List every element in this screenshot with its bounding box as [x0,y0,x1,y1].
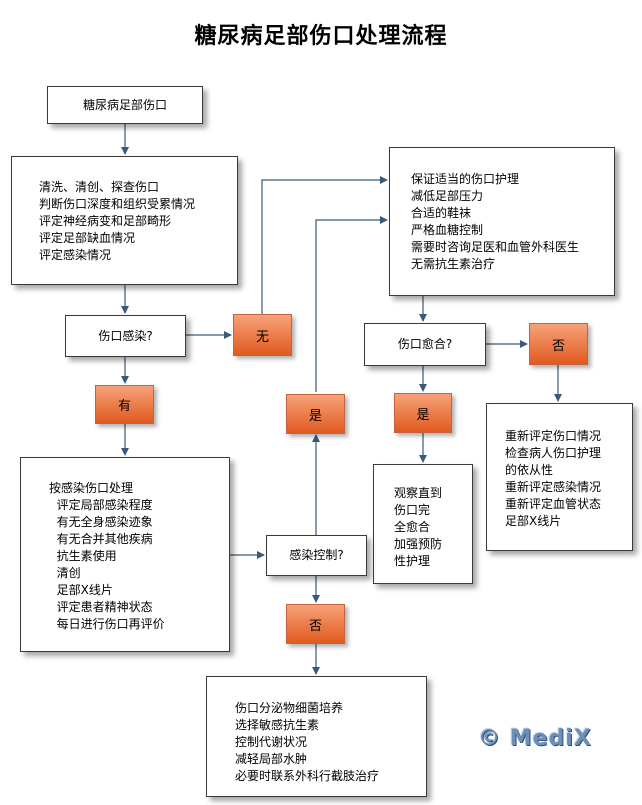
box-line: 需要时咨询足医和血管外科医生 [411,240,580,254]
box-line: 清洗、清创、探查伤口 [39,180,160,194]
box-line: 保证适当的伤口护理 [411,172,520,186]
box-line: 伤口分泌物细菌培养 [235,701,344,715]
box-line: 有无合并其他疾病 [49,532,153,546]
box-text: 清洗、清创、探查伤口判断伤口深度和组织受累情况评定神经病变和足部畸形评定足部缺血… [39,179,237,264]
box-line: 观察直到 [394,486,443,500]
box-line: 评定神经病变和足部畸形 [39,214,172,228]
box-line: 检查病人伤口护理 [505,446,602,460]
assess-box: 清洗、清创、探查伤口判断伤口深度和组织受累情况评定神经病变和足部畸形评定足部缺血… [11,156,238,285]
arrow-yes-to-care [315,216,388,392]
healed-no-label: 否 [529,323,588,365]
box-line: 按感染伤口处理 [49,481,134,495]
box-line: 糖尿病足部伤口 [82,97,167,112]
box-line: 抗生素使用 [49,549,117,563]
infection-question: 伤口感染? [65,315,186,357]
box-text: 伤口愈合? [398,336,452,353]
box-line: 减低足部压力 [411,189,484,203]
box-line: 加强预防 [394,537,443,551]
healed-question: 伤口愈合? [364,323,486,366]
box-line: 有无全身感染迹象 [49,515,153,529]
uncontrolled-box: 伤口分泌物细菌培养选择敏感抗生素控制代谢状况减轻局部水肿必要时联系外科行截肢治疗 [206,676,427,797]
box-text: 重新评定伤口情况检查病人伤口护理的依从性重新评定感染情况重新评定血管状态足部X线… [505,428,632,530]
box-text: 伤口分泌物细菌培养选择敏感抗生素控制代谢状况减轻局部水肿必要时联系外科行截肢治疗 [235,700,426,785]
box-line: 全愈合 [394,520,431,534]
box-line: 减轻局部水肿 [235,752,308,766]
box-line: 清创 [49,566,81,580]
box-line: 重新评定感染情况 [505,480,602,494]
arrow-none-to-care [261,176,388,314]
box-line: 感染控制? [289,548,344,562]
box-line: 伤口完 [394,503,431,517]
medix-watermark-logo: © MediX [478,726,592,751]
box-text: 观察直到伤口完全愈合加强预防性护理 [394,485,472,570]
box-line: 评定局部感染程度 [49,498,153,512]
box-line: 重新评定伤口情况 [505,429,602,443]
control-question: 感染控制? [266,535,367,576]
box-line: 每日进行伤口再评价 [49,617,165,631]
healed-yes-label: 是 [394,393,452,433]
box-line: 足部X线片 [505,514,562,528]
box-text: 感染控制? [289,547,343,564]
observe-box: 观察直到伤口完全愈合加强预防性护理 [373,464,473,584]
box-line: 判断伤口深度和组织受累情况 [39,197,196,211]
box-line: 合适的鞋袜 [411,206,472,220]
reassess-box: 重新评定伤口情况检查病人伤口护理的依从性重新评定感染情况重新评定血管状态足部X线… [486,403,633,551]
infection-yes-label: 有 [95,385,154,424]
start-box: 糖尿病足部伤口 [47,86,203,124]
box-line: 伤口感染? [98,328,153,343]
controlled-no-label: 否 [286,604,345,644]
box-line: 评定感染情况 [39,248,112,262]
box-line: 伤口愈合? [397,337,453,351]
infected-treatment-box: 按感染伤口处理 评定局部感染程度 有无全身感染迹象 有无合并其他疾病 抗生素使用… [20,457,230,652]
box-line: 评定患者精神状态 [49,600,153,614]
page-title: 糖尿病足部伤口处理流程 [194,23,448,49]
box-line: 性护理 [394,554,431,568]
box-text: 伤口感染? [98,328,152,345]
box-line: 无需抗生素治疗 [411,257,496,271]
box-line: 选择敏感抗生素 [235,718,320,732]
box-line: 严格血糖控制 [411,223,484,237]
box-text: 糖尿病足部伤口 [83,97,167,114]
care-box: 保证适当的伤口护理减低足部压力合适的鞋袜严格血糖控制需要时咨询足医和血管外科医生… [389,147,615,296]
no-infection-label: 无 [233,314,292,356]
box-line: 重新评定血管状态 [505,497,602,511]
box-line: 足部X线片 [49,583,113,597]
box-line: 的依从性 [505,463,554,477]
box-line: 必要时联系外科行截肢治疗 [235,769,380,783]
box-line: 控制代谢状况 [235,735,308,749]
box-line: 评定足部缺血情况 [39,231,136,245]
box-text: 按感染伤口处理 评定局部感染程度 有无全身感染迹象 有无合并其他疾病 抗生素使用… [49,480,229,633]
box-text: 保证适当的伤口护理减低足部压力合适的鞋袜严格血糖控制需要时咨询足医和血管外科医生… [411,171,614,273]
controlled-yes-label: 是 [286,394,345,434]
